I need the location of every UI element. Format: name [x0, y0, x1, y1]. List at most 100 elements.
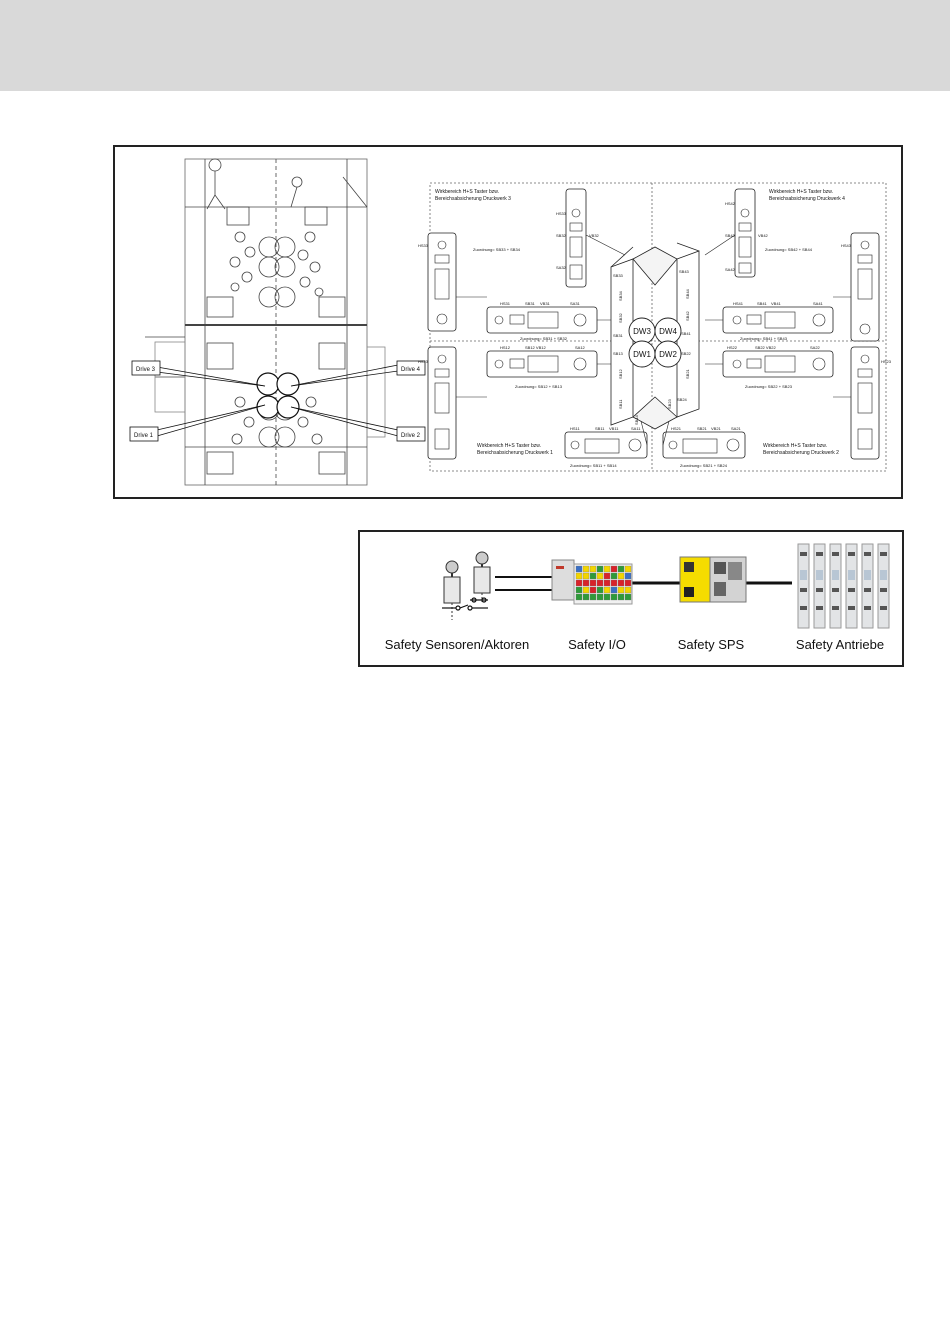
dw1-bar-top-code-2: SB12 VB12 [525, 345, 546, 350]
dw4-panel-top-code: HS42 [725, 201, 736, 206]
dw2-bar-code-3: VB21 [711, 426, 722, 431]
dw2-title-1: Wirkbereich H+S Taster bzw. [763, 443, 827, 449]
dw2-bar-code-1: HS21 [671, 426, 682, 431]
drive-module-detail [816, 588, 823, 592]
edge-label-3: SB43 [679, 269, 690, 274]
io-terminal [575, 565, 583, 573]
dw3-panel-mid-code: SB32 [556, 233, 567, 238]
dw3-bar-code-3: VB31 [540, 301, 551, 306]
edge-label-1: SB33 [613, 273, 624, 278]
edge-label-13: SB22 [681, 351, 692, 356]
drive-1-label: Drive 1 [134, 433, 154, 439]
step-io-label: Safety I/O [568, 637, 626, 652]
dw4-title-2: Bereichsabsicherung Druckwerk 4 [769, 196, 845, 202]
drive-module-detail [880, 552, 887, 556]
dw2-bar-top-code-2: SB22 VB22 [755, 345, 776, 350]
joystick-body [443, 576, 461, 604]
drive-module-detail [816, 606, 823, 610]
edge-label-15: SB23 [667, 398, 672, 409]
io-terminal [603, 586, 611, 594]
edge-label-4: SB44 [685, 288, 690, 299]
dw4-label: DW4 [659, 327, 677, 336]
cylinder-drive-2 [276, 395, 300, 419]
dw2-bar-top-code-1: HS22 [727, 345, 738, 350]
io-terminal [617, 586, 625, 594]
io-terminal [596, 593, 604, 601]
safety-io-module [551, 559, 633, 605]
dw3-bar-code-2: SB31 [525, 301, 536, 306]
drive-module-detail [832, 606, 839, 610]
drive-module-detail [880, 606, 887, 610]
dw1-assign-bottom: Zuordnung= SB11 + SB14 [570, 463, 617, 468]
io-terminal [582, 586, 590, 594]
dw1-bar-code-2: SB11 [595, 426, 605, 431]
io-terminal [589, 593, 597, 601]
edge-label-16: SB24 [677, 397, 688, 402]
drive-callouts [129, 360, 426, 442]
drive-4-box [396, 360, 426, 376]
dw4-title-1: Wirkbereich H+S Taster bzw. [769, 189, 833, 195]
dw1-bar-panel [564, 431, 648, 459]
io-terminal [610, 593, 618, 601]
dw1-side-panel [427, 346, 457, 460]
io-terminal [589, 579, 597, 587]
center-right-column [676, 250, 700, 418]
zone-diagram: Wirkbereich H+S Taster bzw. Bereichsabsi… [418, 182, 892, 472]
dw1-bar-top-code-1: HS12 [500, 345, 511, 350]
io-terminal [603, 579, 611, 587]
safety-chain-figure: Safety Sensoren/Aktoren Safety I/O Safet… [358, 530, 904, 667]
dw2-bar-panel [662, 431, 746, 459]
drive-module [877, 543, 890, 629]
io-terminal [582, 579, 590, 587]
io-terminal [596, 586, 604, 594]
drive-module-detail [848, 552, 855, 556]
dw2-label: DW2 [659, 350, 677, 359]
dw3-label: DW3 [633, 327, 651, 336]
drive-1-box [129, 426, 159, 442]
io-terminal [610, 565, 618, 573]
drive-module-detail [848, 570, 855, 580]
safety-drives [797, 543, 890, 629]
drive-module-detail [832, 570, 839, 580]
dw2-title-2: Bereichsabsicherung Druckwerk 2 [763, 450, 839, 456]
drive-3-label: Drive 3 [136, 367, 156, 373]
drive-module-detail [800, 570, 807, 580]
drive-module-detail [880, 570, 887, 580]
drive-module-detail [864, 588, 871, 592]
dw3-title-1: Wirkbereich H+S Taster bzw. [435, 189, 499, 195]
dw3-title-2: Bereichsabsicherung Druckwerk 3 [435, 196, 511, 202]
button-body [473, 566, 491, 594]
dw3-assign-bottom: Zuordnung= SB31 + SB32 [520, 336, 568, 341]
switch-symbol-icon [442, 597, 488, 611]
dw3-top-panel [565, 188, 587, 288]
dw4-assign-top: Zuordnung= SB42 + SB44 [765, 247, 813, 252]
io-terminal [575, 572, 583, 580]
dw1-bar-top-code-3: SA12 [575, 345, 586, 350]
dw3-side-code: HS33 [418, 243, 429, 248]
dw4-assign-bottom: Zuordnung= SB41 + SB43 [740, 336, 788, 341]
drive-module-detail [832, 552, 839, 556]
edge-label-8: SB42 [685, 310, 690, 321]
dw4-bar-code-3: VB41 [771, 301, 782, 306]
center-top-cap [632, 246, 678, 286]
drive-module [861, 543, 874, 629]
zone-figure: Drive 3 Drive 4 Drive 1 Drive 2 Wirkbere… [113, 145, 903, 499]
step-drives-label: Safety Antriebe [796, 637, 884, 652]
dw3-bar-code-1: HS31 [500, 301, 511, 306]
header-band [0, 0, 950, 91]
step-sensors-label: Safety Sensoren/Aktoren [385, 637, 530, 652]
drive-module-detail [848, 588, 855, 592]
dw3-side-panel [427, 232, 457, 332]
drive-module-detail [800, 588, 807, 592]
edge-label-11: SB11 [618, 399, 623, 409]
dw1-side-code: HS13 [418, 359, 429, 364]
drive-module [797, 543, 810, 629]
io-terminal [603, 593, 611, 601]
dw4-bar-code-2: SB41 [757, 301, 768, 306]
dw4-panel-mid-code: SB42 [725, 233, 736, 238]
drive-module-detail [864, 570, 871, 580]
drive-4-label: Drive 4 [401, 367, 421, 373]
dw2-bar-code-2: SB21 [697, 426, 708, 431]
dw3-panel-low-code: SA32 [556, 265, 567, 270]
io-terminal [582, 593, 590, 601]
